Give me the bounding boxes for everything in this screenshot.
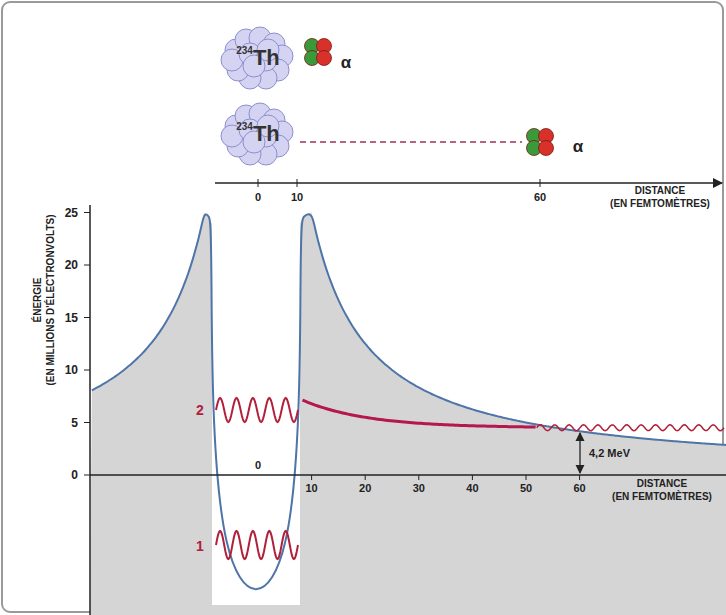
nucleon [539,141,554,156]
tick-label: 10 [65,364,78,376]
x-axis [90,474,726,476]
tick-label: 30 [413,483,425,494]
axis-title: (EN FEMTOMÈTRES) [612,492,712,502]
x-tick [418,475,419,480]
x-tick [258,179,259,187]
tick-label: 20 [65,259,78,271]
y-tick [84,265,90,266]
state-number: 1 [196,539,204,553]
energy-label: 4,2 MeV [589,448,630,459]
y-tick [84,317,90,318]
nucleon [317,51,332,66]
y-tick [84,475,90,476]
nucleus-name: 234Th [236,123,280,145]
axis-title: (EN FEMTOMÈTRES) [610,199,710,209]
alpha-particle [305,39,332,66]
tick-label: 0 [71,469,78,481]
x-tick [311,475,312,480]
tick-label: 5 [71,417,78,429]
potential-region [90,213,726,615]
nucleus [221,27,293,89]
alpha-particle [527,129,554,156]
axis-title: DISTANCE [637,479,687,489]
separation-line [300,141,522,143]
tick-label: 10 [291,192,303,203]
axis-title: (EN MILLIONS D'ÉLECTRONVOLTS) [46,214,56,385]
y-tick [84,212,90,213]
state-number: 2 [196,403,204,417]
wave-state-2 [216,398,298,422]
x-tick [365,475,366,480]
y-tick [84,370,90,371]
distance-axis [215,182,722,184]
x-tick [579,475,580,480]
y-tick [84,422,90,423]
energy-arrow [579,433,580,473]
tick-label: 0 [255,192,261,203]
particle-name: α [341,54,351,71]
x-tick [472,475,473,480]
x-tick [526,475,527,480]
wave-state-1 [216,531,298,559]
axis-title: ÉNERGIE [33,277,43,322]
tick-label: 25 [65,207,78,219]
x-tick [297,179,298,187]
tick-label: 0 [255,460,261,471]
nucleus [221,103,293,165]
tick-label: 50 [520,483,532,494]
tick-label: 60 [534,192,546,203]
y-axis [89,205,91,615]
tick-label: 40 [466,483,478,494]
x-tick [540,179,541,187]
potential-curve [92,214,726,589]
tick-label: 20 [359,483,371,494]
nucleus-name: 234Th [236,47,280,69]
free-wave [537,425,724,431]
tick-label: 60 [573,483,585,494]
axis-title: DISTANCE [635,186,685,196]
tick-label: 10 [305,483,317,494]
particle-name: α [573,138,583,155]
tunnel-path [302,400,535,427]
tick-label: 15 [65,312,78,324]
